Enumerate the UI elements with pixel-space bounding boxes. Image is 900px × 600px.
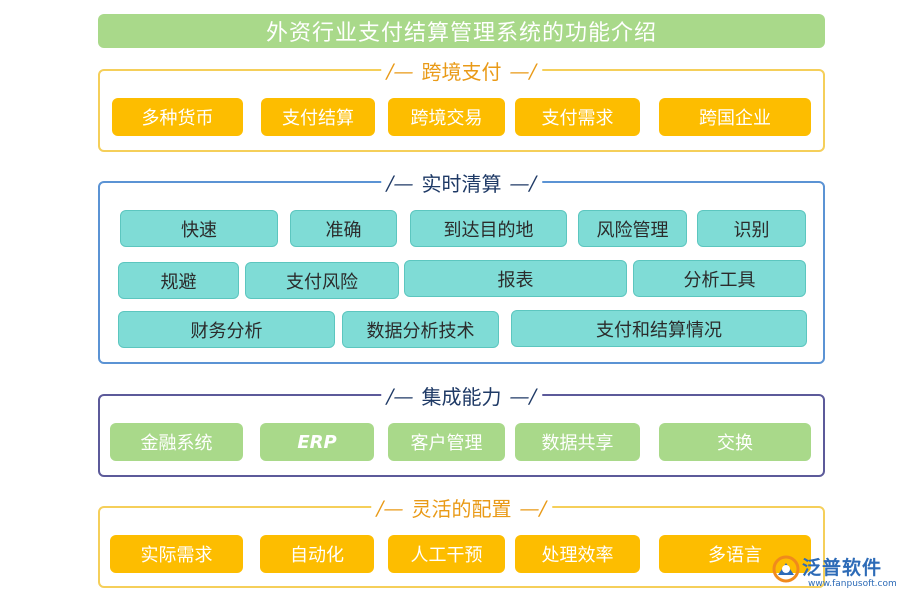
section-flexible-config: /— 灵活的配置 —/ 实际需求 自动化 人工干预 处理效率 多语言 — [98, 493, 825, 588]
feature-chip: 多种货币 — [112, 98, 243, 136]
slash-decoration: —/ — [509, 170, 537, 195]
feature-chip: 多语言 — [659, 535, 811, 573]
feature-chip: 分析工具 — [633, 260, 806, 297]
feature-chip: 交换 — [659, 423, 811, 461]
brand-name: 泛普软件 — [802, 557, 883, 579]
section-header: /— 实时清算 —/ — [380, 168, 543, 197]
slash-decoration: —/ — [509, 383, 537, 408]
slash-decoration: /— — [386, 58, 414, 83]
slash-decoration: /— — [376, 495, 404, 520]
slash-decoration: —/ — [509, 58, 537, 83]
section-title: 跨境支付 — [421, 60, 502, 84]
feature-chip: 支付风险 — [245, 262, 399, 299]
feature-chip: 跨境交易 — [388, 98, 505, 136]
section-title: 集成能力 — [421, 385, 502, 409]
slash-decoration: —/ — [519, 495, 547, 520]
feature-chip: 金融系统 — [110, 423, 243, 461]
feature-chip: 风险管理 — [578, 210, 687, 247]
feature-chip: 客户管理 — [388, 423, 505, 461]
feature-chip: 实际需求 — [110, 535, 243, 573]
section-realtime-clearing: /— 实时清算 —/ 快速 准确 到达目的地 风险管理 识别 规避 支付风险 报… — [98, 168, 825, 364]
section-header: /— 跨境支付 —/ — [380, 56, 543, 85]
feature-chip: 数据分析技术 — [342, 311, 499, 348]
section-title: 灵活的配置 — [411, 497, 512, 521]
fanpu-logo-icon — [772, 555, 800, 583]
brand-logo: 泛普软件 www.fanpusoft.com — [772, 553, 897, 595]
section-title: 实时清算 — [421, 172, 502, 196]
feature-chip: 到达目的地 — [410, 210, 567, 247]
feature-chip: 规避 — [118, 262, 239, 299]
brand-url: www.fanpusoft.com — [808, 579, 897, 589]
page-title: 外资行业支付结算管理系统的功能介绍 — [98, 14, 825, 48]
slash-decoration: /— — [386, 383, 414, 408]
feature-chip: 支付结算 — [261, 98, 375, 136]
section-header: /— 集成能力 —/ — [380, 381, 543, 410]
feature-chip: 准确 — [290, 210, 397, 247]
feature-chip: 识别 — [697, 210, 806, 247]
feature-chip: 报表 — [404, 260, 627, 297]
feature-chip: 自动化 — [260, 535, 374, 573]
feature-chip: 支付和结算情况 — [511, 310, 807, 347]
slash-decoration: /— — [386, 170, 414, 195]
feature-chip: 财务分析 — [118, 311, 335, 348]
feature-chip: 快速 — [120, 210, 278, 247]
feature-chip: 处理效率 — [515, 535, 640, 573]
feature-chip: 支付需求 — [515, 98, 640, 136]
section-header: /— 灵活的配置 —/ — [370, 493, 553, 522]
feature-chip: 数据共享 — [515, 423, 640, 461]
feature-chip: 人工干预 — [388, 535, 505, 573]
section-integration: /— 集成能力 —/ 金融系统 ERP 客户管理 数据共享 交换 — [98, 381, 825, 477]
section-cross-border-payment: /— 跨境支付 —/ 多种货币 支付结算 跨境交易 支付需求 跨国企业 — [98, 56, 825, 152]
feature-chip: 跨国企业 — [659, 98, 811, 136]
feature-chip: ERP — [260, 423, 374, 461]
